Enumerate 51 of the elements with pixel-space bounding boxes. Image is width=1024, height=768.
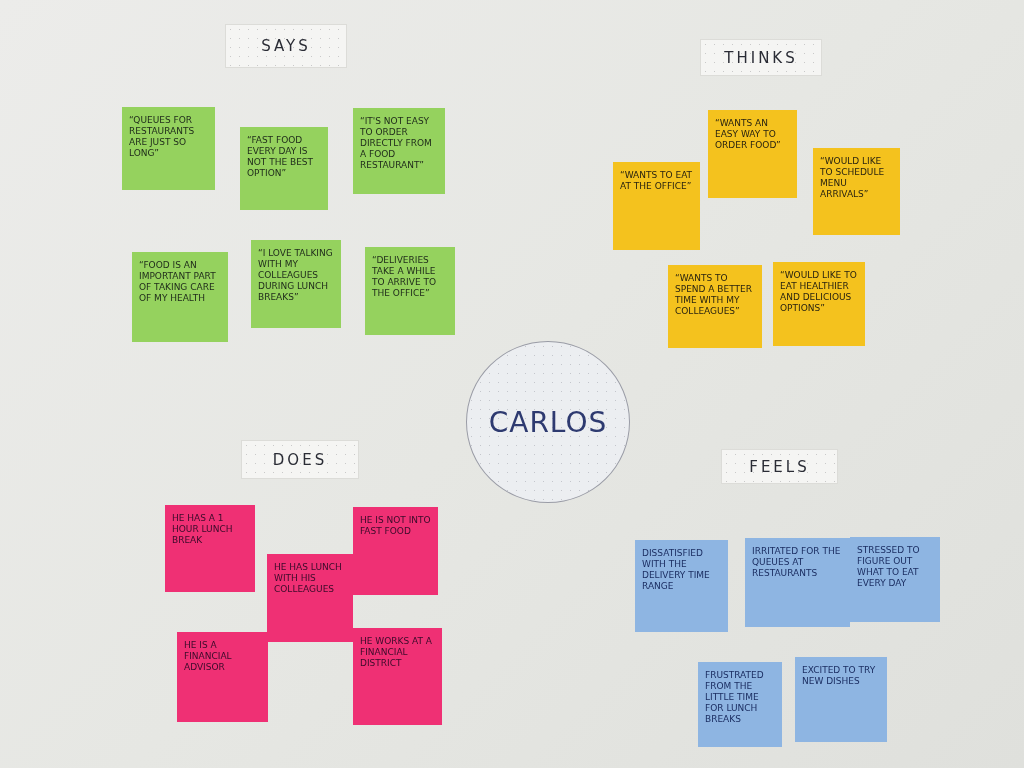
note-text: “I LOVE TALKING WITH MY COLLEAGUES DURING LUNCH BREAKS” [258,248,334,303]
note-text: HE IS NOT INTO FAST FOOD [360,515,432,537]
paper-strip [721,449,838,484]
name-label: CARLOS [488,405,608,439]
sticky-note [698,662,782,747]
heading-label: SAYS [261,37,311,55]
sticky-note [850,537,940,622]
note-text: “WANTS AN EASY WAY TO ORDER FOOD” [715,118,782,151]
sticky-note [813,148,900,235]
sticky-note [708,110,797,198]
sticky-note [745,538,850,627]
sticky-note [177,632,268,722]
sticky-note [668,265,762,348]
note-text: “DELIVERIES TAKE A WHILE TO ARRIVE TO THE OFFICE” [372,255,438,299]
note-text: “WANTS TO EAT AT THE OFFICE” [620,170,694,192]
note-text: EXCITED TO TRY NEW DISHES [802,665,877,687]
heading-label: THINKS [724,48,798,67]
note-text: “FOOD IS AN IMPORTANT PART OF TAKING CARE OF MY HEALTH [139,260,217,304]
note-text: “WOULD LIKE TO EAT HEALTHIER AND DELICIOUS OPTIONS” [780,270,858,314]
paper-strip [225,24,347,68]
sticky-note [613,162,700,250]
note-text: HE IS A FINANCIAL ADVISOR [184,640,233,673]
note-text: “IT'S NOT EASY TO ORDER DIRECTLY FROM A FOOD RESTAURANT” [360,116,433,171]
sticky-note [132,252,228,342]
sticky-note [353,108,445,194]
note-text: FRUSTRATED FROM THE LITTLE TIME FOR LUNCH BREAKS [705,670,765,725]
sticky-note [353,628,442,725]
note-text: HE HAS A 1 HOUR LUNCH BREAK [172,513,234,546]
sticky-note [251,240,341,328]
sticky-note [122,107,215,190]
sticky-note [365,247,455,335]
sticky-note [267,554,353,642]
heading-label: DOES [272,450,328,469]
sticky-note [773,262,865,346]
note-text: “QUEUES FOR RESTAURANTS ARE JUST SO LONG” [129,115,196,159]
sticky-note [635,540,728,632]
note-text: “FAST FOOD EVERY DAY IS NOT THE BEST OPTION” [247,135,315,179]
note-text: STRESSED TO FIGURE OUT WHAT TO EAT EVERY DAY [857,545,921,589]
sticky-note [353,507,438,595]
note-text: “WOULD LIKE TO SCHEDULE MENU ARRIVALS” [820,156,886,200]
note-text: HE HAS LUNCH WITH HIS COLLEAGUES [274,562,343,595]
sticky-note [165,505,255,592]
paper-strip [700,39,822,76]
note-text: DISSATISFIED WITH THE DELIVERY TIME RANGE [642,548,711,592]
paper-strip [241,440,359,479]
sticky-note [795,657,887,742]
note-text: IRRITATED FOR THE QUEUES AT RESTAURANTS [752,546,842,579]
note-text: “WANTS TO SPEND A BETTER TIME WITH MY COLLEAGUES” [675,273,753,317]
sticky-note [240,127,328,210]
note-text: HE WORKS AT A FINANCIAL DISTRICT [360,636,433,669]
heading-label: FEELS [749,457,810,476]
